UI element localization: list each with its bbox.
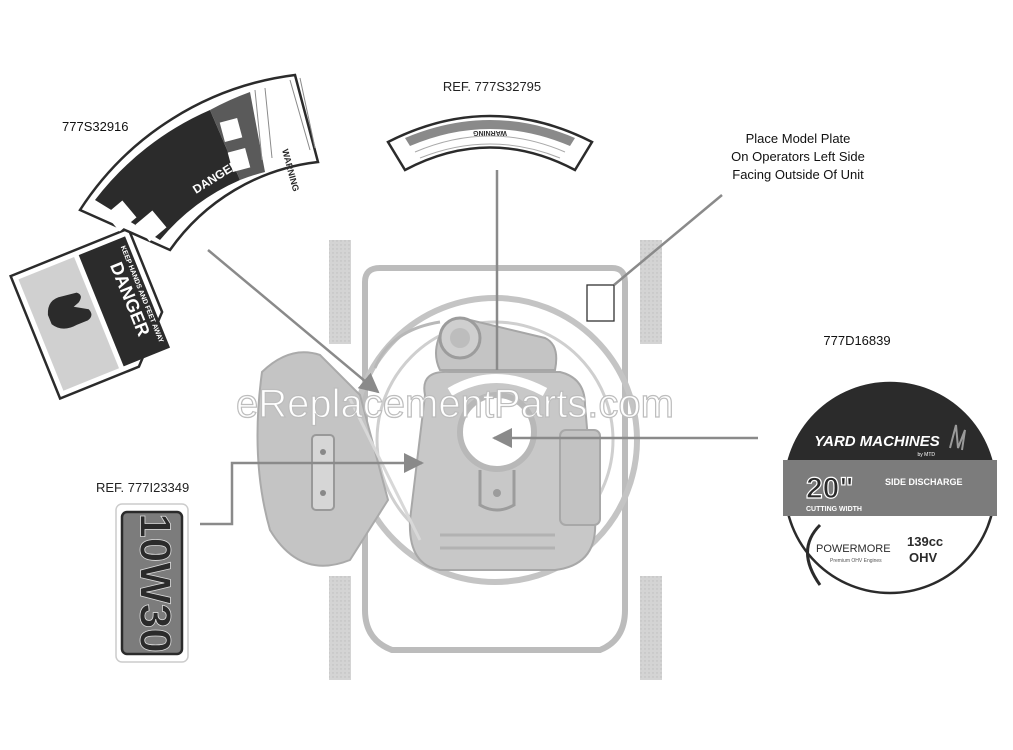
engine-decal-band bbox=[783, 460, 997, 516]
danger-decal: DANGER KEEP HANDS AND FEET AWAY bbox=[9, 226, 171, 401]
leader-oil-decal bbox=[200, 453, 424, 526]
top-decal-fine-print bbox=[414, 135, 566, 159]
engine-brand-sub: by MTD bbox=[918, 452, 936, 458]
callout-model-plate-line3: Facing Outside Of Unit bbox=[732, 167, 864, 182]
fuel-cap-inner bbox=[450, 328, 470, 348]
warning-arc-dark-band bbox=[95, 110, 240, 240]
arc-icon-3 bbox=[219, 118, 243, 142]
model-plate-placement bbox=[586, 284, 615, 322]
chute-bracket bbox=[311, 434, 335, 511]
leader-model-plate bbox=[613, 194, 723, 286]
callout-engine-decal-ref: 777D16839 bbox=[823, 333, 890, 348]
oil-decal-text: 10W30 bbox=[130, 513, 179, 652]
watermark: eReplacementParts.com bbox=[236, 382, 674, 426]
leader-lines bbox=[200, 170, 758, 526]
callout-warning-arc-ref: 777S32916 bbox=[62, 119, 129, 134]
oil-decal-body bbox=[120, 510, 184, 656]
mower-deck bbox=[256, 240, 662, 680]
engine-decal: YARD MACHINES by MTD 20" SIDE DISCHARGE … bbox=[783, 381, 997, 595]
wheel-rear-left bbox=[329, 240, 351, 344]
callout-model-plate-line2: On Operators Left Side bbox=[731, 149, 865, 164]
callout-oil-decal-ref: REF. 777I23349 bbox=[96, 480, 189, 495]
oil-decal: 10W30 bbox=[115, 503, 189, 663]
engine-decal-top bbox=[785, 383, 995, 488]
engine bbox=[346, 316, 601, 571]
engine-ohv: OHV bbox=[909, 550, 938, 565]
powermore-swoosh bbox=[806, 523, 822, 586]
engine-top-arc bbox=[447, 374, 548, 396]
top-warning-decal: WARNING bbox=[386, 114, 594, 172]
wheel-front-left bbox=[329, 576, 351, 680]
grass-icon bbox=[949, 424, 966, 451]
wheel-front-right bbox=[640, 576, 662, 680]
arc-icon-2 bbox=[135, 210, 167, 242]
wheel-rear-right bbox=[640, 240, 662, 344]
engine-handle-bracket bbox=[478, 470, 516, 512]
deck-stripe-left bbox=[346, 394, 422, 541]
engine-fins bbox=[440, 533, 555, 550]
engine-size: 20" bbox=[806, 472, 854, 505]
arc-icon-4 bbox=[227, 148, 251, 172]
engine-handle-mount bbox=[373, 320, 441, 369]
hand-icon bbox=[47, 292, 92, 329]
callout-top-decal-ref: REF. 777S32795 bbox=[443, 79, 541, 94]
arc-icon-1 bbox=[105, 200, 137, 232]
chute-bolt-bottom bbox=[320, 490, 326, 496]
leader-warning-arc bbox=[207, 249, 380, 394]
top-warning-title: WARNING bbox=[473, 129, 507, 136]
top-decal-band bbox=[405, 120, 575, 146]
engine-bolt bbox=[493, 489, 501, 497]
chute-bolt-top bbox=[320, 449, 326, 455]
engine-brand: YARD MACHINES bbox=[814, 433, 940, 450]
engine-air-filter bbox=[559, 429, 601, 526]
engine-premium: Premium OHV Engines bbox=[830, 558, 882, 564]
engine-powermore: POWERMORE bbox=[816, 543, 891, 555]
danger-text-panel bbox=[78, 236, 171, 367]
engine-side-discharge: SIDE DISCHARGE bbox=[885, 477, 963, 487]
engine-cutting-width: CUTTING WIDTH bbox=[806, 506, 862, 513]
engine-cc: 139cc bbox=[907, 534, 943, 549]
warning-arc-decal: DANGER WARNING bbox=[78, 73, 320, 252]
callout-labels: 777S32916 REF. 777S32795 Place Model Pla… bbox=[62, 79, 891, 495]
deck-outline bbox=[362, 265, 628, 653]
arc-fine-print bbox=[254, 77, 316, 161]
callout-model-plate-line1: Place Model Plate bbox=[746, 131, 851, 146]
